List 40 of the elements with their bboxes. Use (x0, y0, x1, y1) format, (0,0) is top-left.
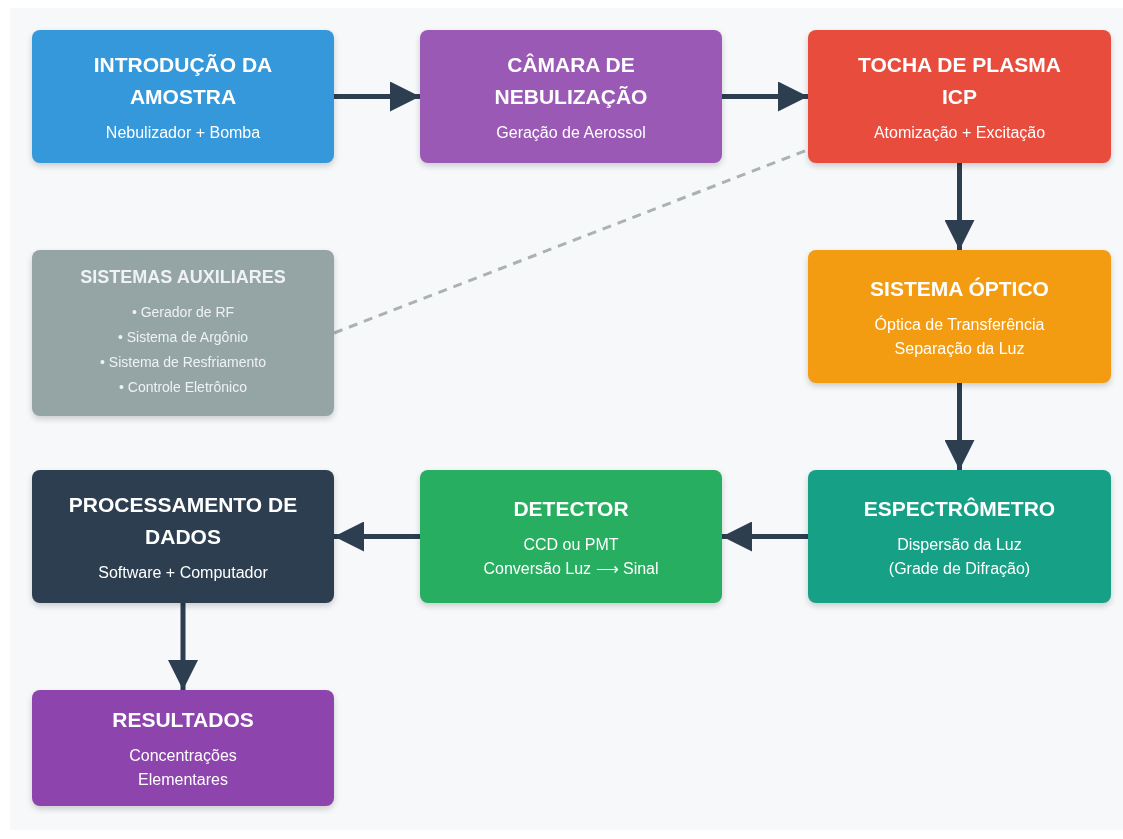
box-description: • Gerador de RF (131, 303, 235, 323)
box-title: RESULTADOS (112, 707, 254, 733)
box-title: INTRODUÇÃO DA AMOSTRA (92, 51, 274, 110)
process-box (420, 30, 722, 163)
box-description: Conversão Luz ⟶ Sinal (483, 558, 659, 579)
box-title: SISTEMA ÓPTICO (870, 275, 1049, 302)
box-title: SISTEMAS AUXILIARES (80, 265, 286, 289)
box-description: Separação da Luz (894, 338, 1025, 359)
box-description: • Sistema de Resfriamento (100, 353, 266, 373)
box-description: CCD ou PMT (523, 534, 619, 555)
process-box (808, 30, 1111, 163)
box-description: • Controle Eletrônico (119, 378, 247, 398)
box-description: Óptica de Transferência (874, 314, 1045, 335)
process-box (32, 690, 334, 806)
process-box (420, 470, 722, 603)
box-description: Software + Computador (98, 562, 268, 583)
arrow (722, 521, 808, 552)
arrow (168, 603, 198, 690)
process-box (32, 250, 334, 416)
process-box (808, 470, 1111, 603)
arrow (944, 383, 975, 470)
box-title: ESPECTRÔMETRO (863, 495, 1056, 522)
box-description: Dispersão da Luz (897, 534, 1022, 555)
arrow (334, 81, 420, 112)
process-box (808, 250, 1111, 383)
process-box (32, 470, 334, 603)
box-title: TOCHA DE PLASMA ICP (857, 51, 1062, 110)
box-description: Concentrações Elementares (128, 746, 238, 790)
box-description: (Grade de Difração) (888, 558, 1031, 579)
box-description: Atomização + Excitação (873, 122, 1046, 143)
box-description: • Sistema de Argônio (117, 328, 249, 348)
box-title: PROCESSAMENTO DE DADOS (68, 491, 298, 550)
process-box (32, 30, 334, 163)
box-description: Nebulizador + Bomba (105, 122, 261, 143)
box-title: CÂMARA DE NEBULIZAÇÃO (493, 51, 649, 110)
arrow (944, 163, 975, 250)
box-title: DETECTOR (513, 495, 629, 522)
arrow (334, 521, 420, 552)
arrow (722, 81, 808, 112)
box-description: Geração de Aerossol (496, 122, 646, 143)
